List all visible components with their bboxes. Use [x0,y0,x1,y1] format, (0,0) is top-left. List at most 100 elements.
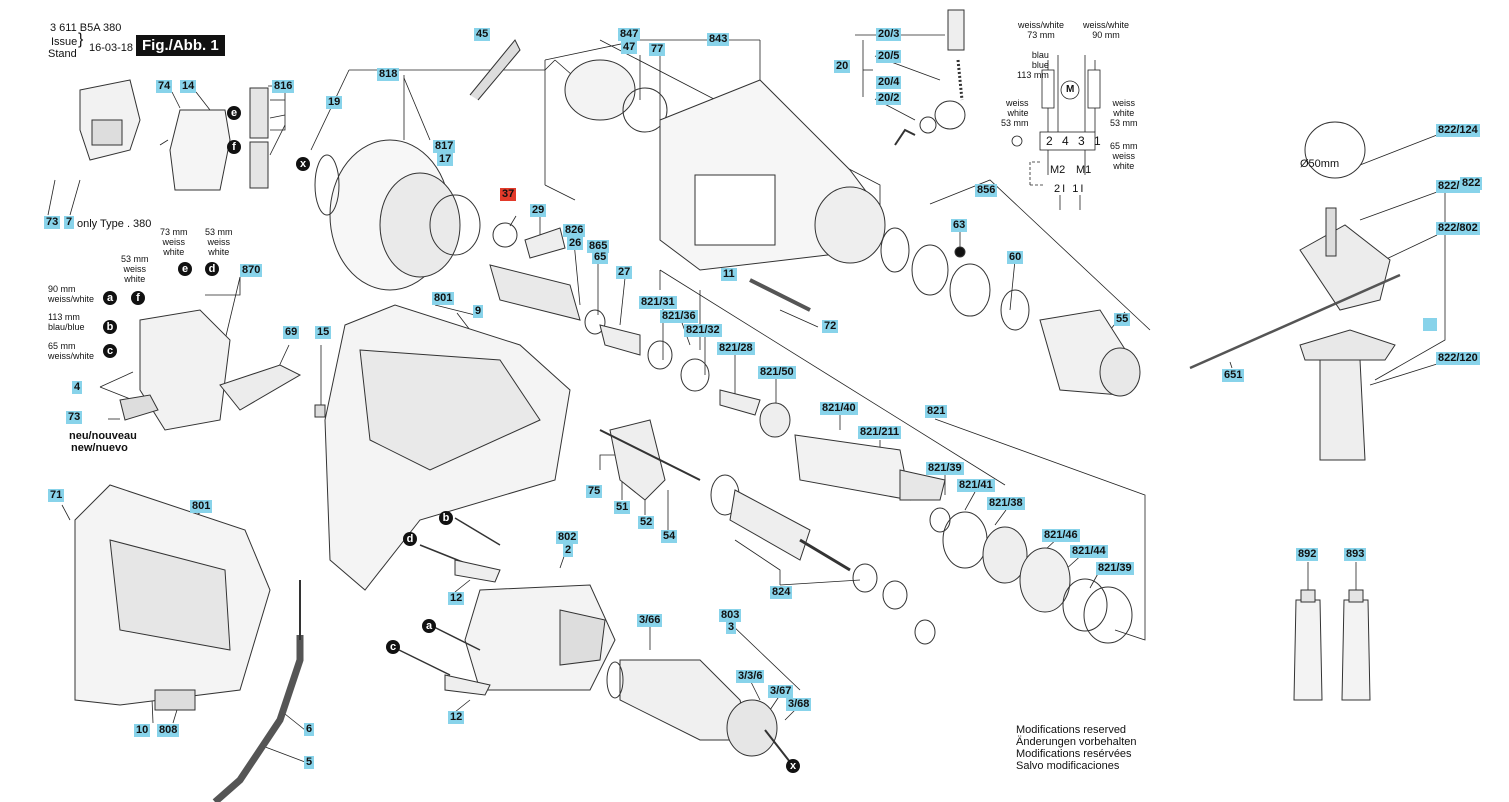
part-outlines [74,9,1401,802]
connection-letter-e: e [178,262,192,276]
only-type-note: only Type . 380 [77,218,152,230]
part-tag[interactable]: 77 [649,43,666,56]
connection-letter-f: f [131,291,145,305]
part-tag[interactable]: 2 [563,544,574,557]
part-tag[interactable]: 870 [240,264,263,277]
part-tag[interactable]: 826 [563,224,586,237]
part-tag[interactable]: 651 [1222,369,1245,382]
part-tag[interactable]: 17 [437,153,454,166]
part-tag[interactable]: 816 [272,80,295,93]
part-tag[interactable]: 45 [474,28,491,41]
part-tag[interactable]: 27 [616,266,633,279]
part-tag[interactable]: 72 [822,320,839,333]
part-tag[interactable]: 821 [925,405,948,418]
part-tag[interactable]: 20 [834,60,851,73]
part-tag[interactable]: 14 [180,80,197,93]
part-tag[interactable]: 821/38 [987,497,1025,510]
part-tag[interactable]: 51 [614,501,631,514]
part-tag[interactable]: 20/2 [876,92,902,105]
part-tag[interactable]: 821/41 [957,479,995,492]
part-tag[interactable]: 3/3/6 [736,670,765,683]
connection-letter-f: f [227,140,241,154]
connection-letter-c: c [386,640,400,654]
part-tag[interactable]: 821/44 [1070,545,1108,558]
part-tag[interactable]: 822/124 [1436,124,1480,137]
part-tag[interactable]: 3/67 [768,685,794,698]
part-tag[interactable]: 9 [473,305,484,318]
part-tag[interactable]: 63 [951,219,968,232]
connection-letter-d: d [403,532,417,546]
part-tag[interactable]: 60 [1007,251,1024,264]
part-tag[interactable]: 893 [1344,548,1367,561]
connection-letter-c: c [103,344,117,358]
part-tag[interactable]: 803 [719,609,742,622]
part-tag[interactable]: 20/4 [876,76,902,89]
part-tag[interactable]: 52 [638,516,655,529]
part-tag[interactable]: 3 [726,621,737,634]
part-tag[interactable]: 892 [1296,548,1319,561]
part-tag[interactable]: 55 [1114,313,1131,326]
part-tag[interactable]: 821/39 [1096,562,1134,575]
connection-letter-a: a [422,619,436,633]
part-tag[interactable]: 817 [433,140,456,153]
part-tag[interactable]: 824 [770,586,793,599]
part-tag[interactable]: 73 [44,216,61,229]
part-tag[interactable]: 801 [190,500,213,513]
part-tag[interactable]: 821/211 [858,426,902,439]
part-tag[interactable]: 821/28 [717,342,755,355]
part-tag[interactable]: 71 [48,489,65,502]
part-tag[interactable]: 3/66 [637,614,663,627]
part-tag[interactable]: 821/32 [684,324,722,337]
part-tag[interactable]: 20/3 [876,28,902,41]
issue-label: Issue [51,36,78,48]
diameter-note: Ø50mm [1300,158,1340,170]
part-tag[interactable]: 821/40 [820,402,858,415]
part-tag[interactable]: 3/68 [786,698,812,711]
part-tag[interactable]: 19 [326,96,343,109]
part-tag[interactable]: 75 [586,485,603,498]
part-tag[interactable]: 808 [157,724,180,737]
part-tag[interactable]: 801 [432,292,455,305]
part-tag[interactable]: 29 [530,204,547,217]
part-tag[interactable]: 69 [283,326,300,339]
part-tag[interactable]: 821/39 [926,462,964,475]
part-tag[interactable]: 12 [448,592,465,605]
part-tag[interactable]: 73 [66,411,83,424]
part-tag[interactable]: 822 [1460,177,1483,190]
part-tag[interactable]: 6 [304,723,315,736]
part-tag[interactable]: 856 [975,184,998,197]
part-tag[interactable]: 822/120 [1436,352,1480,365]
connection-letter-b: b [103,320,117,334]
part-tag[interactable]: 10 [134,724,151,737]
part-tag[interactable]: 7 [64,216,75,229]
part-tag[interactable]: 20/5 [876,50,902,63]
part-tag[interactable]: 865 [587,240,610,253]
part-tag[interactable]: 65 [592,251,609,264]
part-tag[interactable]: 822/802 [1436,222,1480,235]
part-tag[interactable]: 26 [567,237,584,250]
part-tag[interactable]: 821/31 [639,296,677,309]
part-tag[interactable]: 821/50 [758,366,796,379]
part-tag[interactable]: 74 [156,80,173,93]
part-tag-highlighted[interactable]: 37 [500,188,517,201]
part-tag[interactable]: 47 [621,41,638,54]
part-tag[interactable]: 4 [72,381,83,394]
part-tag[interactable]: 802 [556,531,579,544]
part-tag[interactable]: 818 [377,68,400,81]
part-tag[interactable]: 821/46 [1042,529,1080,542]
part-tag[interactable]: 847 [618,28,641,41]
part-tag[interactable]: 11 [721,268,737,281]
part-tag[interactable]: 5 [304,756,315,769]
part-tag[interactable]: 12 [448,711,465,724]
schematic-terminals: 2 4 3 1 [1046,134,1104,148]
part-tag[interactable]: 15 [315,326,332,339]
part-tag[interactable]: 821/36 [660,310,698,323]
part-tag[interactable]: 843 [707,33,730,46]
part-tag[interactable]: 54 [661,530,678,543]
